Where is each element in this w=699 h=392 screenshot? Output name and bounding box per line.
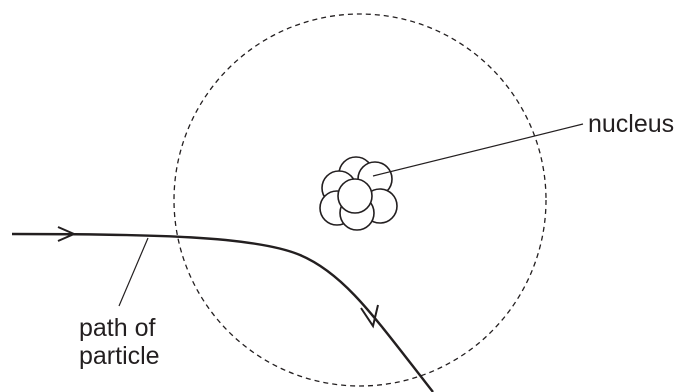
particle-path <box>12 234 433 392</box>
path-label-line1: path of <box>79 314 156 342</box>
nucleus-label: nucleus <box>588 110 674 138</box>
nucleus-cluster <box>320 157 397 230</box>
nucleon <box>338 179 372 213</box>
path-label-line2: particle <box>79 342 160 370</box>
nucleus-leader-line <box>373 124 583 176</box>
path-leader-line <box>119 238 148 306</box>
arrowhead-outgoing <box>361 305 378 326</box>
